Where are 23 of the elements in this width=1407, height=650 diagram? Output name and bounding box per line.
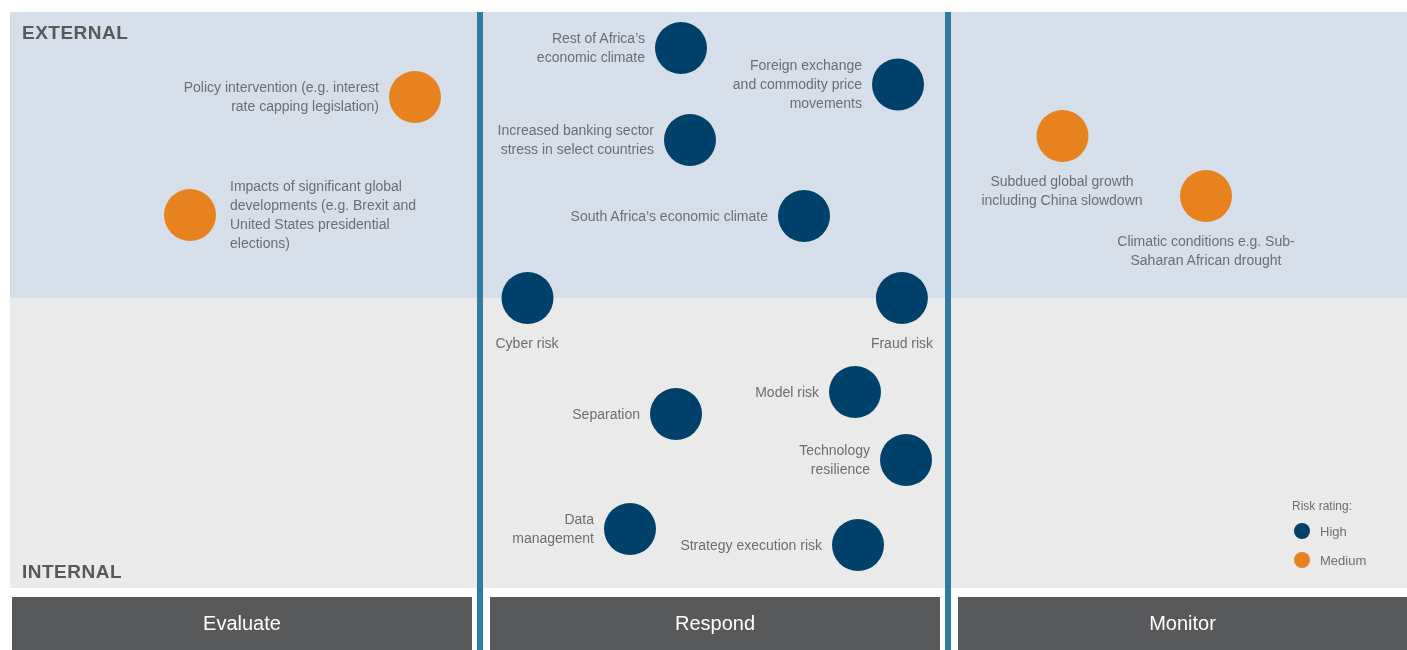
legend-title: Risk rating: bbox=[1292, 498, 1353, 515]
risk-label: Cyber risk bbox=[495, 334, 559, 353]
column-header: Monitor bbox=[958, 597, 1407, 650]
column-header: Respond bbox=[490, 597, 940, 650]
risk-label: Climatic conditions e.g. Sub-Saharan African drought bbox=[1116, 232, 1296, 270]
risk-label: Rest of Africa’s economic climate bbox=[535, 29, 645, 67]
risk-label: Model risk bbox=[755, 382, 819, 402]
zone-label: INTERNAL bbox=[22, 561, 123, 583]
column-header: Evaluate bbox=[12, 597, 472, 650]
risk-label: Policy intervention (e.g. interest rate capping legislation) bbox=[182, 78, 379, 116]
legend-label: Medium bbox=[1320, 552, 1367, 570]
risk-label: Fraud risk bbox=[870, 334, 934, 353]
risk-label: Increased banking sector stress in select countries bbox=[496, 121, 654, 159]
risk-label: Impacts of significant global developments (e.g. Brexit and United States presidential elections) bbox=[230, 177, 417, 253]
legend-label: High bbox=[1320, 523, 1347, 541]
risk-label: South Africa’s economic climate bbox=[570, 206, 768, 226]
risk-label: Data management bbox=[511, 510, 594, 548]
risk-label: Foreign exchange and commodity price movements bbox=[731, 55, 862, 113]
risk-label: Separation bbox=[572, 404, 640, 424]
risk-label: Subdued global growth including China slowdown bbox=[980, 172, 1144, 210]
zone-label: EXTERNAL bbox=[22, 22, 129, 44]
risk-label: Strategy execution risk bbox=[680, 535, 822, 555]
risk-label: Technology resilience bbox=[798, 441, 870, 479]
